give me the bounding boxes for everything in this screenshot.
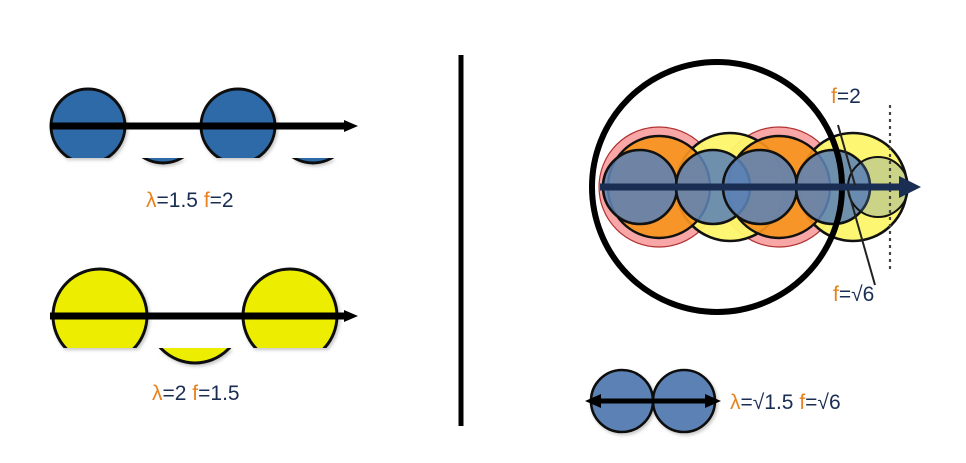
overlapping-circles-diagram: [589, 59, 921, 315]
legend-label-lambda-value: =√1.5: [741, 391, 794, 414]
callout-f-2-value: =2: [837, 85, 861, 108]
legend-label-f-value: =√6: [805, 391, 840, 414]
legend-label: λ=√1.5 f=√6: [730, 391, 841, 414]
callout-leader-f-sqrt6: [847, 189, 876, 286]
wave-blue-label-f: f: [204, 189, 210, 212]
legend-label-lambda: λ: [730, 391, 741, 414]
wave-blue-label: λ=1.5 f=2: [146, 189, 234, 212]
wave-blue-label-lambda: λ: [146, 189, 157, 212]
legend-label-f: f: [799, 391, 805, 414]
wave-yellow-group: [50, 267, 358, 365]
wave-yellow-label: λ=2 f=1.5: [152, 382, 240, 405]
wave-yellow-label-f: f: [192, 382, 198, 405]
callout-f-2: f=2: [831, 85, 861, 108]
wave-blue-label-f-value: =2: [210, 189, 234, 212]
wave-yellow-label-lambda-value: =2: [163, 382, 187, 405]
wave-yellow-label-f-value: =1.5: [198, 382, 239, 405]
callout-f-sqrt6-value: =√6: [839, 283, 874, 306]
two-circle-legend: [585, 368, 721, 434]
wave-blue-group: [49, 87, 358, 165]
callout-f-sqrt6: f=√6: [833, 283, 874, 306]
wave-blue-label-lambda-value: =1.5: [157, 189, 198, 212]
callout-f-sqrt6-symbol: f: [833, 283, 839, 306]
callout-f-2-symbol: f: [831, 85, 837, 108]
callout-leader-f-2: [837, 124, 856, 186]
wave-yellow-label-lambda: λ: [152, 382, 163, 405]
